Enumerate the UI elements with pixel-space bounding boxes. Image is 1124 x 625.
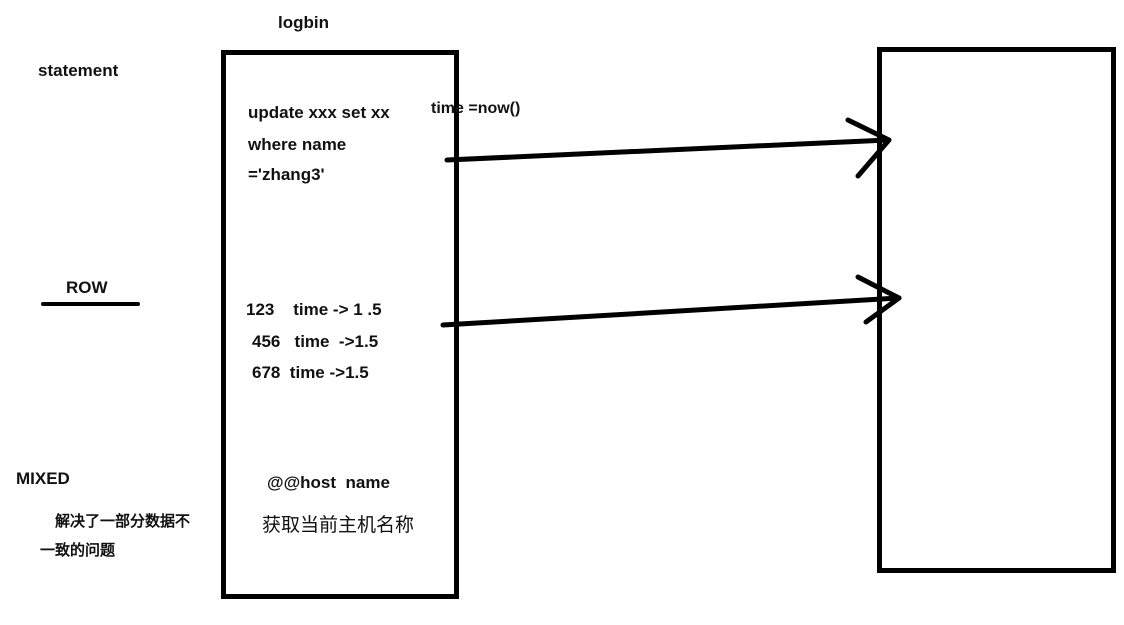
statement-sql-line2: where name (248, 135, 347, 154)
statement-sql-line1: update xxx set xx (248, 103, 390, 122)
row-line2: 456 time ->1.5 (252, 332, 379, 351)
mixed-host-desc: 获取当前主机名称 (262, 514, 415, 536)
row-line1: 123 time -> 1 .5 (246, 300, 382, 319)
statement-sql-line3: ='zhang3' (248, 165, 325, 184)
mixed-host: @@host name (267, 473, 390, 492)
mixed-label: MIXED (16, 469, 70, 488)
target-box (877, 47, 1116, 573)
mixed-note-line2: 一致的问题 (40, 541, 116, 559)
row-arrow (440, 274, 902, 328)
logbin-title: logbin (278, 13, 329, 32)
mixed-note-line1: 解决了一部分数据不 (55, 512, 191, 530)
statement-sql-extra: time =now() (431, 100, 521, 117)
statement-label: statement (38, 61, 119, 80)
row-line3: 678 time ->1.5 (252, 363, 369, 382)
row-label: ROW (66, 278, 108, 297)
statement-arrow (444, 117, 892, 179)
